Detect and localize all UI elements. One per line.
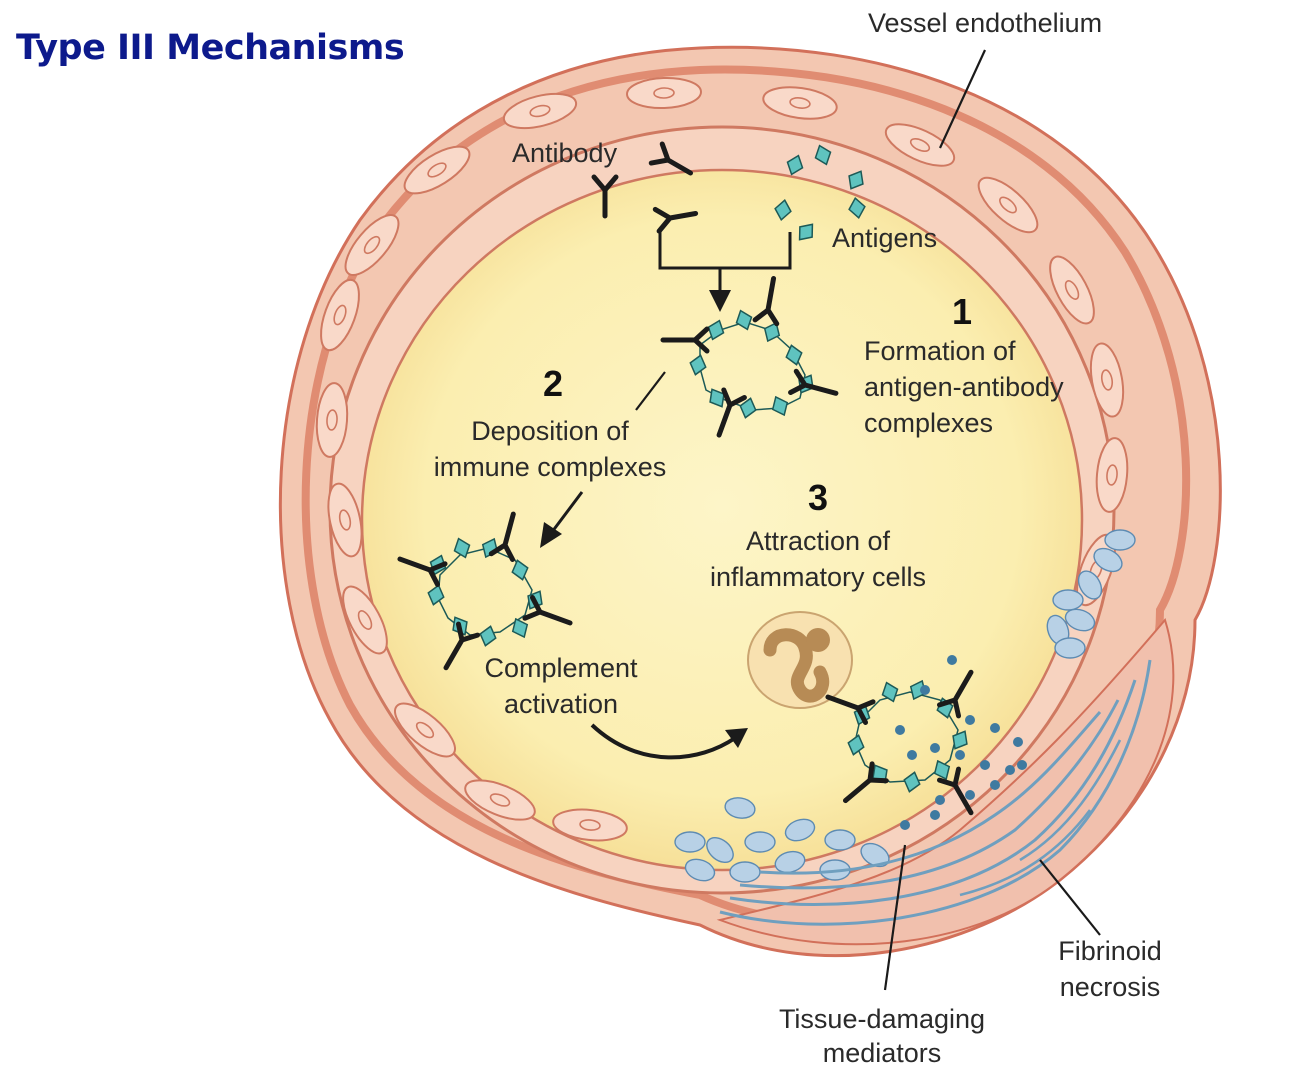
fibrinoid-line2: necrosis xyxy=(1060,972,1161,1002)
step1-line2: antigen-antibody xyxy=(864,372,1064,402)
complement-line2: activation xyxy=(504,689,618,719)
fibrinoid-necrosis-region xyxy=(716,617,1175,946)
label-antibody: Antibody xyxy=(512,138,618,168)
complement-line1: Complement xyxy=(484,653,638,683)
step3-line2: inflammatory cells xyxy=(710,562,926,592)
step2-line2: immune complexes xyxy=(434,452,667,482)
label-leaders xyxy=(883,49,1101,991)
immune-complex-formation xyxy=(663,277,839,439)
step2-line1: Deposition of xyxy=(471,416,629,446)
neutrophil xyxy=(747,611,853,709)
step1-line1: Formation of xyxy=(864,336,1016,366)
tissue-damaging-mediators xyxy=(895,655,1027,830)
label-vessel-endothelium: Vessel endothelium xyxy=(868,8,1102,38)
step3-line1: Attraction of xyxy=(746,526,891,556)
step1-line3: complexes xyxy=(864,408,993,438)
immune-complex-deposited xyxy=(396,511,574,673)
lumen xyxy=(360,168,1084,872)
fibrinoid-line1: Fibrinoid xyxy=(1058,936,1162,966)
label-antigens: Antigens xyxy=(832,223,937,253)
step2-number: 2 xyxy=(543,363,563,404)
mediators-line1: Tissue-damaging xyxy=(779,1004,985,1034)
slide-title: Type III Mechanisms xyxy=(16,28,405,68)
immune-complex-inflammation xyxy=(824,667,980,818)
mediators-line2: mediators xyxy=(823,1038,942,1068)
step3-number: 3 xyxy=(808,477,828,518)
deposition-arrow xyxy=(540,371,666,548)
merge-arrow xyxy=(658,232,792,312)
step1-number: 1 xyxy=(952,291,972,332)
complement-activation-arrow xyxy=(590,723,748,760)
